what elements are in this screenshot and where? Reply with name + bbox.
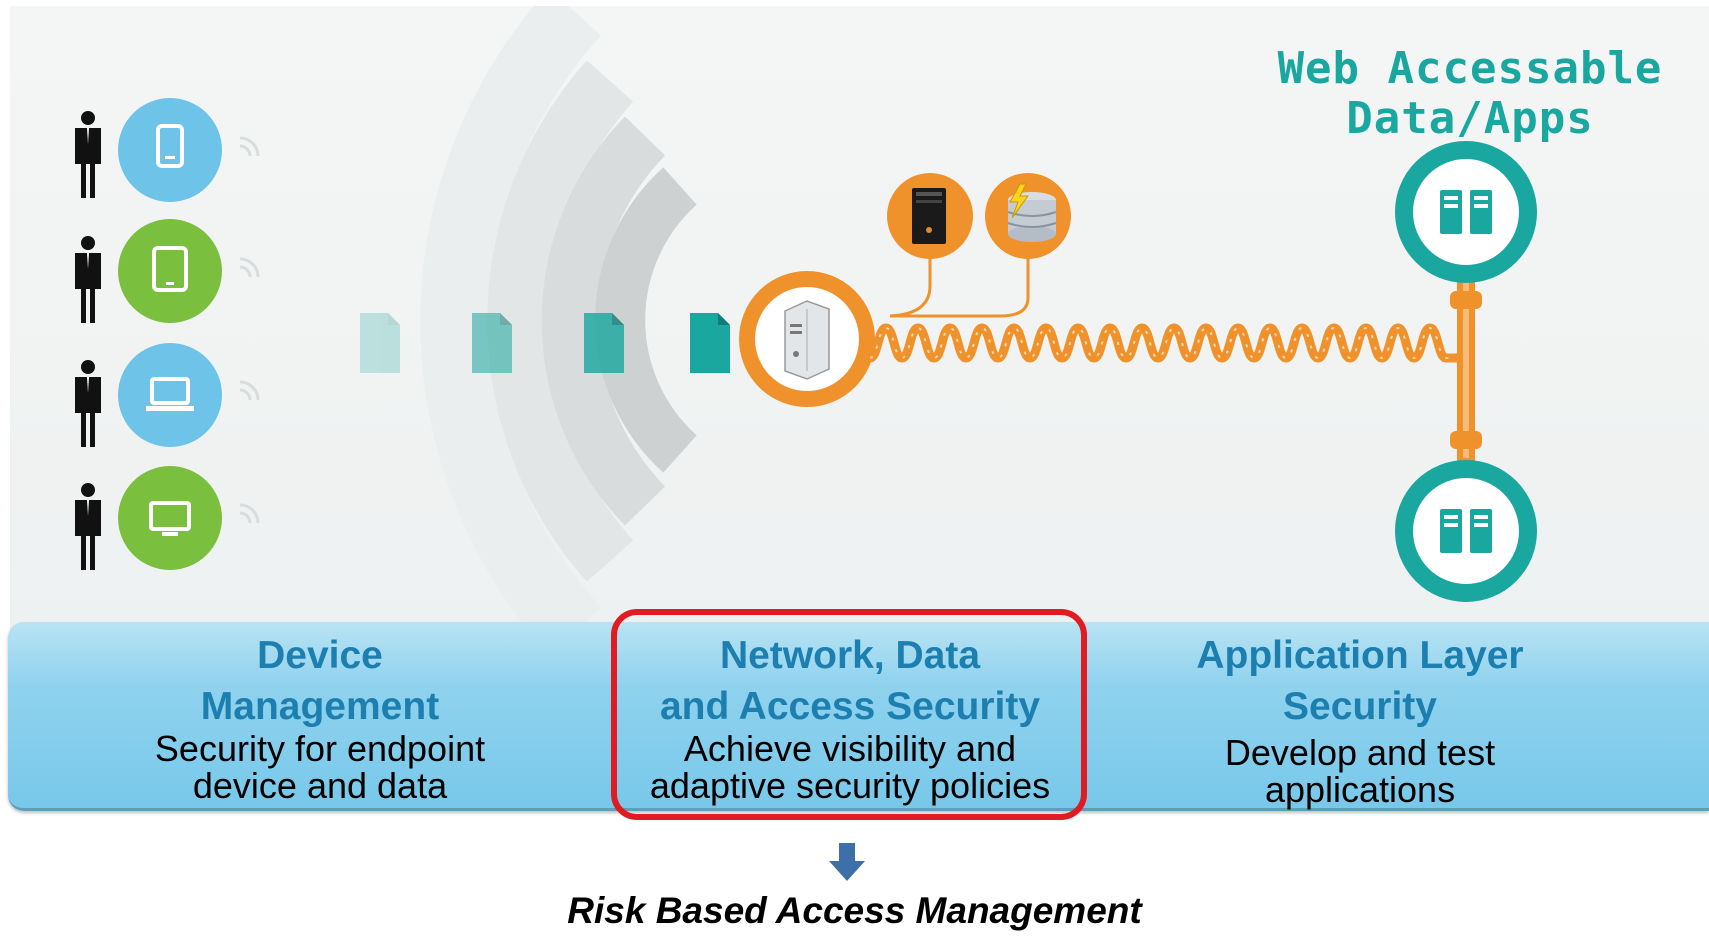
- arc-1: [420, 6, 601, 631]
- web-apps-title-line1: Web Accessable: [1277, 43, 1663, 94]
- document-icon: [472, 313, 512, 373]
- app-connector: [1450, 258, 1482, 468]
- column-description: Develop and test: [1224, 732, 1496, 773]
- arc-3: [541, 116, 666, 526]
- column-description: Achieve visibility and: [683, 728, 1017, 769]
- app-server-icon: [1395, 460, 1537, 602]
- wifi-signal-icon: [239, 136, 260, 524]
- column-title: Security: [1283, 685, 1437, 728]
- application-security-column: Application Layer Security Develop and t…: [1130, 630, 1590, 808]
- person-icon: [75, 236, 101, 323]
- database-server-icon: [985, 173, 1071, 259]
- device-circle: [118, 219, 222, 323]
- document-icon: [584, 313, 624, 373]
- user-device-list: [75, 98, 260, 570]
- device-circle: [118, 466, 222, 570]
- down-arrow-icon: [829, 843, 865, 881]
- person-icon: [75, 483, 101, 570]
- diagram-scene: Web Accessable Data/Apps: [10, 6, 1709, 631]
- web-apps-title: Web Accessable Data/Apps: [1235, 44, 1705, 144]
- risk-management-label: Risk Based Access Management: [567, 890, 1142, 931]
- column-title: Device: [257, 634, 383, 677]
- tower-server-icon: [887, 173, 973, 259]
- laptop-icon: [146, 377, 194, 411]
- network-pipe: [865, 323, 1470, 363]
- diagram-graphics: [75, 6, 1537, 631]
- person-icon: [75, 360, 101, 447]
- phone-icon: [156, 124, 184, 168]
- network-gateway-icon: [739, 271, 875, 407]
- column-description: adaptive security policies: [649, 765, 1051, 806]
- signal-arcs: [420, 6, 698, 631]
- column-description: device and data: [192, 765, 448, 806]
- app-server-icon: [1395, 141, 1537, 283]
- arc-2: [487, 60, 634, 582]
- monitor-icon: [149, 501, 191, 536]
- highlight-box: [611, 609, 1087, 820]
- document-icon: [360, 313, 400, 373]
- tablet-icon: [152, 246, 188, 292]
- security-layers-band: [8, 622, 1709, 811]
- column-title: and Access Security: [659, 685, 1041, 728]
- network-security-column: Network, Data and Access Security Achiev…: [620, 630, 1080, 804]
- column-description: Security for endpoint: [154, 728, 486, 769]
- web-apps-title-line2: Data/Apps: [1346, 93, 1594, 144]
- document-icon: [690, 313, 730, 373]
- column-title: Management: [200, 685, 440, 728]
- data-documents: [360, 313, 730, 373]
- column-description: applications: [1264, 769, 1456, 810]
- device-circle: [118, 98, 222, 202]
- arc-4: [595, 167, 698, 473]
- server-connectors: [889, 251, 1030, 318]
- person-icon: [75, 111, 101, 198]
- device-management-column: Device Management Security for endpoint …: [100, 630, 540, 804]
- device-circle: [118, 343, 222, 447]
- column-title: Network, Data: [719, 634, 981, 677]
- column-title: Application Layer: [1196, 634, 1524, 677]
